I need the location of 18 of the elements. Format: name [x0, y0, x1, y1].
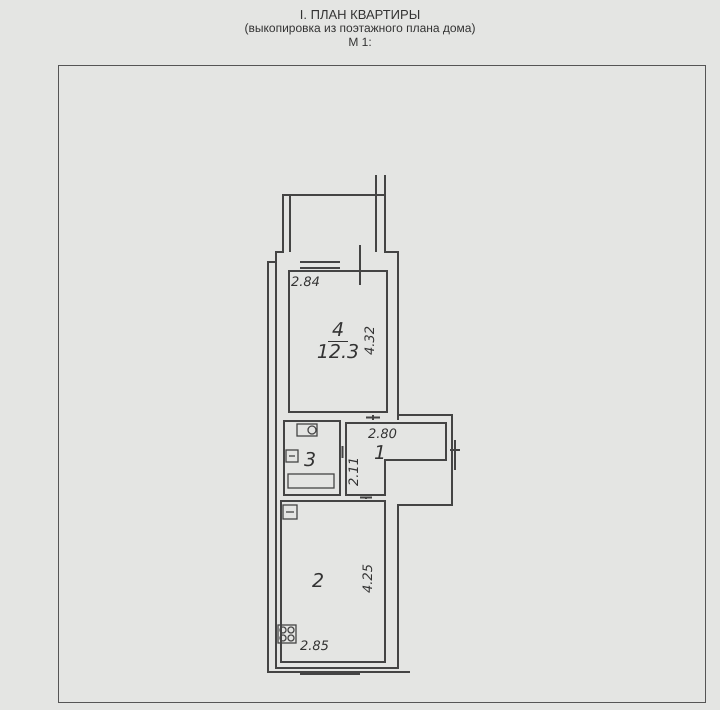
room: [345, 422, 447, 496]
room-number: 4: [328, 320, 348, 342]
room-number: 1: [372, 442, 388, 464]
dimension-label: 2.11: [348, 457, 361, 486]
dimension-label: 4.25: [362, 564, 375, 593]
plan-title: I. ПЛАН КВАРТИРЫ: [300, 8, 420, 21]
scale-label: М 1:: [348, 36, 372, 48]
dimension-label: 2.84: [291, 276, 320, 289]
room: [283, 420, 341, 496]
room-number: 3: [302, 450, 318, 470]
subtitle: (выкопировка из поэтажного плана дома): [244, 22, 476, 34]
room: [288, 270, 388, 413]
room-number: 2: [310, 571, 326, 592]
dimension-label: 4.32: [364, 326, 377, 355]
room: [280, 500, 386, 663]
room-area: 12.3: [312, 342, 364, 363]
dimension-label: 2.80: [368, 428, 397, 441]
dimension-label: 2.85: [300, 640, 329, 653]
